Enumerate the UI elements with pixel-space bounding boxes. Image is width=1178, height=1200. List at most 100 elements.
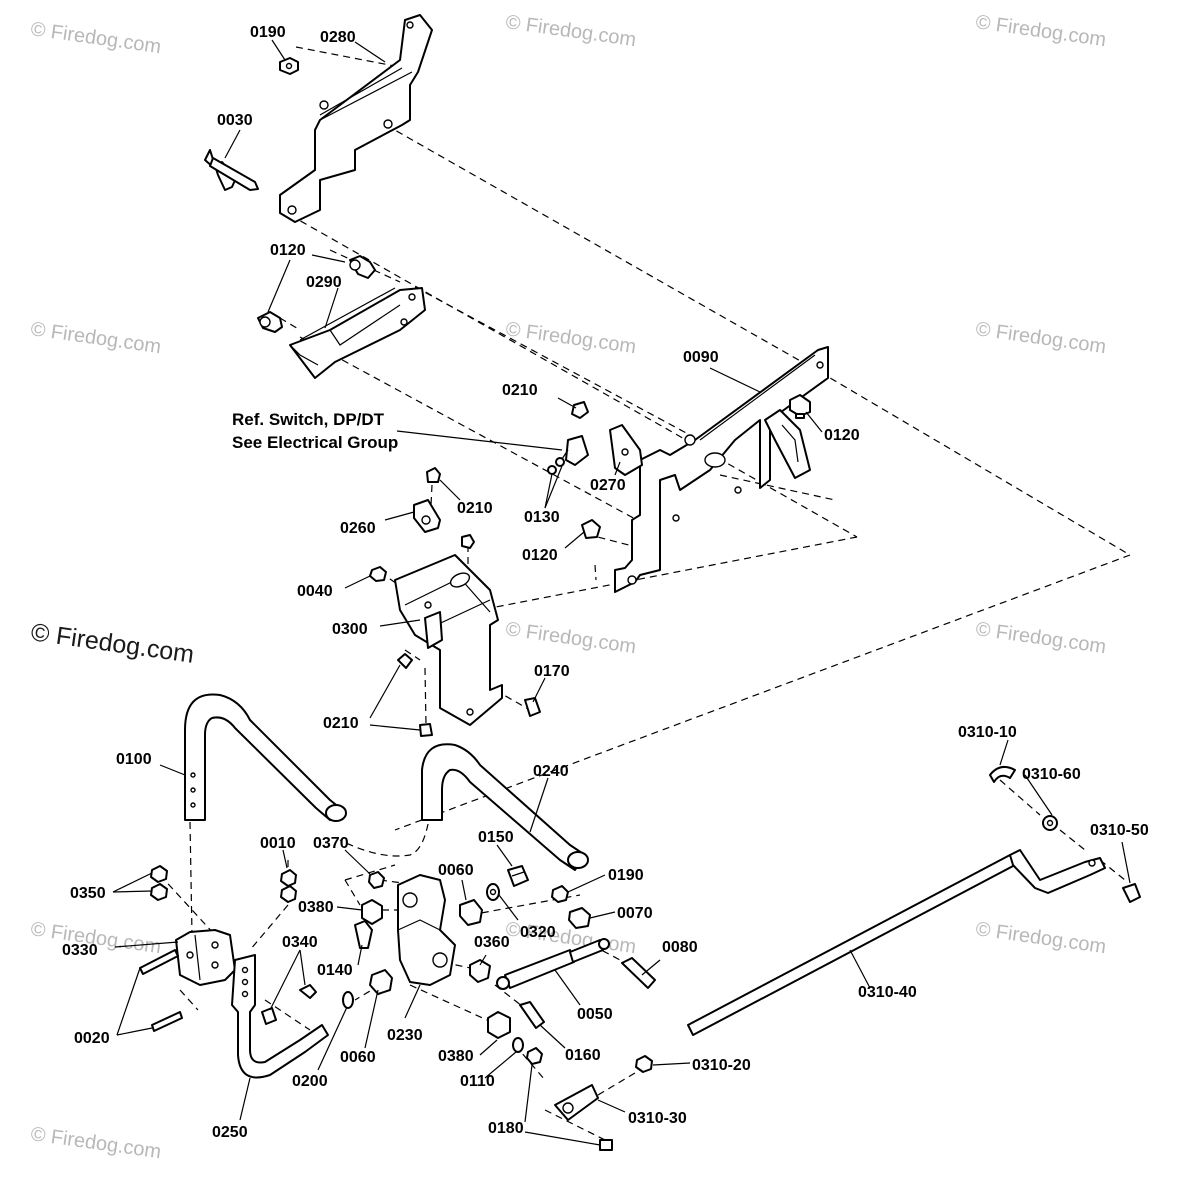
part-0210-screw-lower bbox=[397, 653, 433, 737]
part-0230-pivot bbox=[397, 874, 456, 986]
part-0150-clip bbox=[507, 865, 529, 887]
part-0120-bolt-right bbox=[789, 394, 811, 419]
part-0360-bushing bbox=[469, 959, 491, 983]
label-0140: 0140 bbox=[317, 962, 353, 979]
label-0240: 0240 bbox=[533, 763, 569, 780]
watermark-layer: © Firedog.com © Firedog.com © Firedog.co… bbox=[29, 11, 1107, 1163]
label-0050: 0050 bbox=[577, 1006, 613, 1023]
label-0230: 0230 bbox=[387, 1027, 423, 1044]
part-0080-bolt bbox=[621, 957, 656, 989]
part-0090-support bbox=[614, 346, 829, 593]
label-0060: 0060 bbox=[438, 862, 474, 879]
label-0090: 0090 bbox=[683, 349, 719, 366]
part-0050-spring bbox=[496, 938, 610, 990]
watermark: © Firedog.com bbox=[974, 918, 1107, 958]
part-0140-bolt bbox=[354, 920, 373, 949]
label-0040: 0040 bbox=[297, 583, 333, 600]
label-0380: 0380 bbox=[298, 899, 334, 916]
part-0180-nut bbox=[526, 1047, 613, 1151]
part-0030-bolt bbox=[204, 149, 259, 191]
part-0370-nut bbox=[368, 871, 385, 889]
part-0260-plate bbox=[413, 499, 441, 533]
part-0280-bracket bbox=[279, 14, 433, 223]
part-0170-pin bbox=[524, 697, 541, 717]
label-0300: 0300 bbox=[332, 621, 368, 638]
part-0200-washer bbox=[342, 991, 354, 1009]
label-0360: 0360 bbox=[474, 934, 510, 951]
label-0120: 0120 bbox=[522, 547, 558, 564]
part-0190-nut bbox=[279, 57, 299, 75]
label-0030: 0030 bbox=[217, 112, 253, 129]
label-0310-60: 0310-60 bbox=[1022, 766, 1081, 783]
part-0190-nut-mid bbox=[551, 885, 569, 903]
label-0310-40: 0310-40 bbox=[858, 984, 917, 1001]
part-0010-nuts bbox=[280, 869, 297, 903]
part-0300-bracket bbox=[394, 554, 503, 726]
part-0210-screw bbox=[571, 401, 589, 419]
watermark: © Firedog.com bbox=[974, 318, 1107, 358]
label-0100: 0100 bbox=[116, 751, 152, 768]
part-0040-nut bbox=[369, 566, 387, 582]
watermark: © Firedog.com bbox=[29, 18, 162, 58]
label-0210: 0210 bbox=[502, 382, 538, 399]
watermark: © Firedog.com bbox=[974, 618, 1107, 658]
label-0370: 0370 bbox=[313, 835, 349, 852]
label-0160: 0160 bbox=[565, 1047, 601, 1064]
part-0070-spacer bbox=[568, 907, 591, 929]
label-0250: 0250 bbox=[212, 1124, 248, 1141]
part-0020-screws bbox=[139, 949, 183, 1032]
note-line-1: Ref. Switch, DP/DT bbox=[232, 410, 385, 429]
part-0250-lever bbox=[231, 954, 329, 1079]
label-0210: 0210 bbox=[457, 500, 493, 517]
label-0170: 0170 bbox=[534, 663, 570, 680]
watermark: © Firedog.com bbox=[29, 1123, 162, 1163]
label-0070: 0070 bbox=[617, 905, 653, 922]
label-0020: 0020 bbox=[74, 1030, 110, 1047]
label-0130: 0130 bbox=[524, 509, 560, 526]
part-0290-channel bbox=[289, 287, 426, 379]
label-0180: 0180 bbox=[488, 1120, 524, 1137]
part-0380-bushing bbox=[361, 899, 511, 1039]
part-0310-40-rod bbox=[687, 849, 1106, 1036]
label-0260: 0260 bbox=[340, 520, 376, 537]
label-0150: 0150 bbox=[478, 829, 514, 846]
main-watermark: © Firedog.com bbox=[29, 618, 196, 669]
label-0350: 0350 bbox=[70, 885, 106, 902]
label-0110: 0110 bbox=[460, 1073, 495, 1090]
label-0340: 0340 bbox=[282, 934, 318, 951]
part-0310-60-washer bbox=[1042, 815, 1058, 831]
label-0310-30: 0310-30 bbox=[628, 1110, 687, 1127]
part-0060-bushing bbox=[369, 899, 483, 995]
part-0350-nuts bbox=[150, 865, 168, 901]
part-0110-washer bbox=[512, 1037, 524, 1053]
label-0080: 0080 bbox=[662, 939, 698, 956]
part-0210-bolt-upper bbox=[426, 467, 475, 549]
watermark: © Firedog.com bbox=[504, 618, 637, 658]
leader-lines bbox=[112, 39, 1131, 1146]
label-0280: 0280 bbox=[320, 29, 356, 46]
label-0190: 0190 bbox=[608, 867, 644, 884]
label-0330: 0330 bbox=[62, 942, 98, 959]
label-0210: 0210 bbox=[323, 715, 359, 732]
label-0010: 0010 bbox=[260, 835, 296, 852]
watermark: © Firedog.com bbox=[504, 11, 637, 51]
label-0320: 0320 bbox=[520, 924, 556, 941]
part-0330-mount bbox=[175, 929, 236, 986]
part-0270-plate bbox=[609, 424, 643, 476]
label-0310-10: 0310-10 bbox=[958, 724, 1017, 741]
part-0160-bolt bbox=[519, 1001, 545, 1029]
part-0310-50-cap bbox=[1122, 883, 1141, 903]
part-0340-pins bbox=[261, 984, 317, 1025]
label-0310-50: 0310-50 bbox=[1090, 822, 1149, 839]
part-0120-bolt-lower bbox=[581, 519, 601, 539]
note-line-2: See Electrical Group bbox=[232, 433, 398, 452]
label-0200: 0200 bbox=[292, 1073, 328, 1090]
part-0320-washer bbox=[486, 883, 500, 901]
label-0190: 0190 bbox=[250, 24, 286, 41]
label-0120: 0120 bbox=[824, 427, 860, 444]
label-0380: 0380 bbox=[438, 1048, 474, 1065]
label-0120: 0120 bbox=[270, 242, 306, 259]
watermark: © Firedog.com bbox=[29, 318, 162, 358]
label-0060: 0060 bbox=[340, 1049, 376, 1066]
